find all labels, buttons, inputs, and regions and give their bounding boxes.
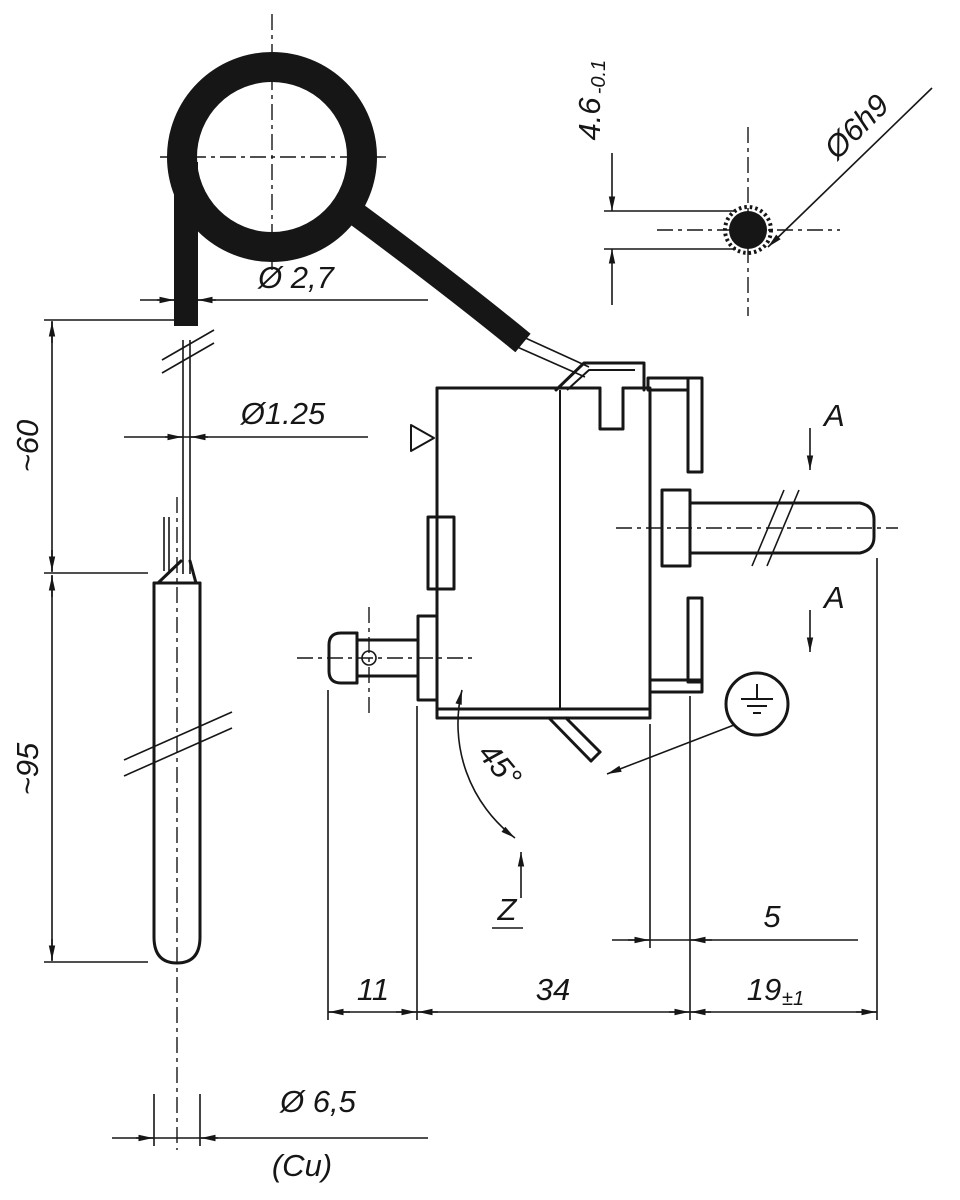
ground-symbol-circle xyxy=(724,671,790,737)
section-label-top: A xyxy=(822,398,845,433)
bulb-length-label: ~95 xyxy=(10,742,45,795)
bulb-diameter-label: Ø 6,5 xyxy=(279,1084,357,1119)
dim-shaft-diameter: Ø6h9 xyxy=(767,87,933,248)
mounting-bracket-top xyxy=(646,376,704,474)
sensor-bulb xyxy=(152,559,202,965)
shaft-boss xyxy=(660,488,692,568)
mounting-bracket-bottom xyxy=(648,596,704,694)
dim-tab-angle: 45° xyxy=(455,689,529,839)
body-left-connector xyxy=(426,515,456,591)
plunger-protrusion-label: 11 xyxy=(357,972,389,1007)
dim-bulb-diameter: Ø 6,5 (Cu) xyxy=(112,1084,428,1183)
coil-tube-diameter-label: Ø 2,7 xyxy=(257,260,336,295)
shaft-cross-section-detail xyxy=(723,205,773,255)
body-width-label: 34 xyxy=(536,972,570,1007)
flat-size-tolerance-label: -0.1 xyxy=(588,60,610,94)
detail-zone-label: Z xyxy=(497,892,518,927)
dim-bracket-gap: 5 xyxy=(612,724,858,948)
flat-size-label: 4.6 xyxy=(572,97,607,141)
shaft-diameter-label: Ø6h9 xyxy=(817,87,896,166)
tab-angle-label: 45° xyxy=(472,736,529,794)
ground-leader-arrow xyxy=(606,724,735,775)
zone-z-callout: Z xyxy=(492,852,525,929)
bulb-break-symbol xyxy=(123,711,233,777)
capillary-tube xyxy=(163,340,191,574)
knurl-edge xyxy=(723,205,773,255)
dim-tube-length: ~60 xyxy=(10,319,178,574)
shaft-break-symbol xyxy=(751,489,800,567)
thermostat-body xyxy=(426,386,652,720)
dim-chain-bottom: 11 34 19 ±1 xyxy=(327,558,878,1020)
ground-symbol-callout xyxy=(606,671,790,775)
tube-break-symbol xyxy=(161,329,215,374)
dim-capillary-diameter: Ø1.25 xyxy=(124,396,368,441)
dim-bulb-length: ~95 xyxy=(10,575,148,963)
shaft-length-label: 19 xyxy=(747,972,781,1007)
section-mark-a-top: A xyxy=(806,398,845,470)
body-top-tab xyxy=(554,361,646,392)
control-shaft xyxy=(688,501,876,555)
plunger-hole xyxy=(361,650,377,666)
plunger-centerlines xyxy=(297,607,472,714)
capillary-diameter-label: Ø1.25 xyxy=(240,396,326,431)
reference-arrow-icon xyxy=(410,424,435,452)
dim-flat-size: 4.6 -0.1 xyxy=(572,60,736,305)
earth-icon xyxy=(741,684,773,714)
tube-length-label: ~60 xyxy=(10,420,45,473)
section-label-bottom: A xyxy=(822,580,845,615)
bulb-material-label: (Cu) xyxy=(272,1148,332,1183)
section-mark-a-bottom: A xyxy=(806,580,845,652)
left-plunger xyxy=(327,614,439,702)
section-blob xyxy=(729,211,767,249)
capillary-coil xyxy=(167,52,531,353)
bracket-gap-label: 5 xyxy=(763,899,781,934)
terminal-tab xyxy=(547,716,602,763)
shaft-length-tolerance-label: ±1 xyxy=(782,988,804,1010)
